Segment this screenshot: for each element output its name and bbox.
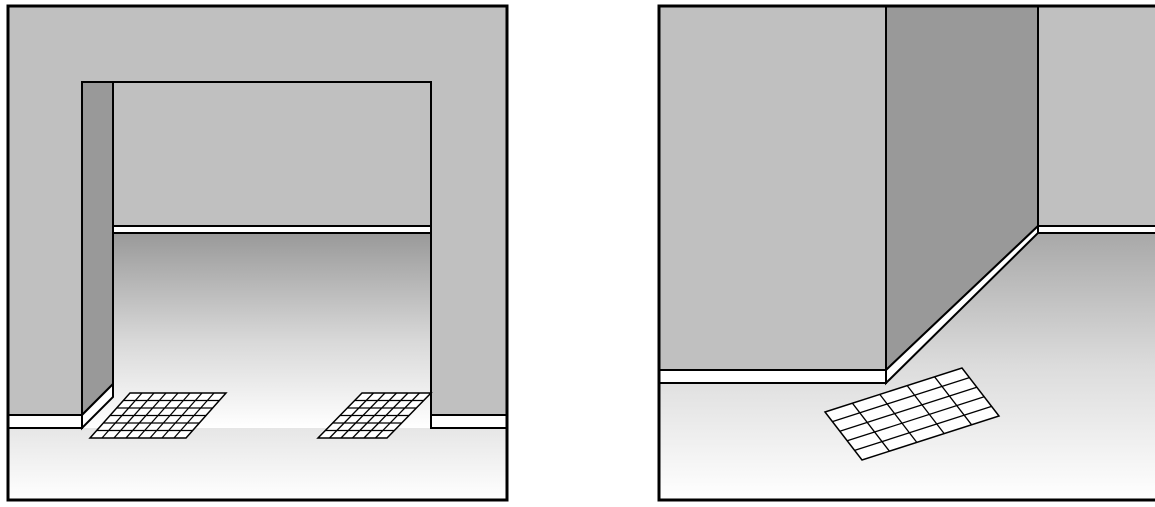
inner-back-wall: [113, 82, 431, 226]
outer-floor: [8, 428, 507, 500]
far-baseboard: [1038, 226, 1155, 233]
inner-baseboard: [113, 226, 431, 233]
outer-baseboard-left: [8, 415, 82, 428]
doorway-panel: [8, 6, 507, 500]
near-baseboard: [659, 370, 886, 383]
near-wall: [659, 6, 886, 370]
left-jamb: [82, 82, 113, 415]
outer-baseboard-right: [431, 415, 507, 428]
corner-panel: [659, 6, 1155, 500]
far-wall: [1038, 6, 1155, 226]
